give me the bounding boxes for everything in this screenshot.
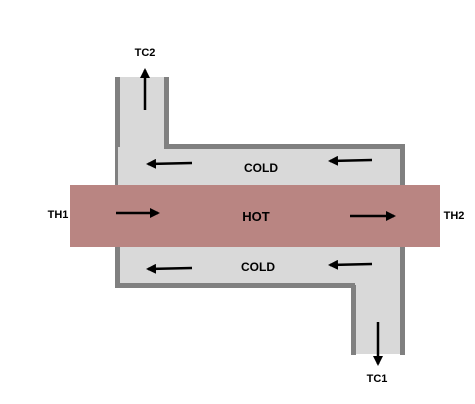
cold-top-label: COLD	[244, 161, 278, 175]
cold-bottom-right-arrow	[328, 259, 373, 270]
tc1-pipe-left-wall	[351, 285, 356, 355]
tc1-label: TC1	[367, 373, 388, 385]
cold-top-channel-fill	[118, 147, 403, 185]
tc1-pipe-right-wall	[400, 247, 405, 355]
tc2-pipe-left-wall	[115, 77, 120, 185]
cold-shell	[115, 77, 405, 355]
cold-bottom-left-arrow	[146, 263, 193, 274]
th1-label: TH1	[48, 209, 69, 221]
cold-top-right-arrow	[328, 155, 373, 166]
cold-bottom-label: COLD	[241, 260, 275, 274]
flow-arrows	[116, 68, 396, 366]
cold-bottom-left-wall	[115, 247, 120, 287]
cold-bottom-wall	[115, 283, 356, 288]
hot-label: HOT	[242, 209, 270, 224]
cold-top-right-wall	[400, 144, 405, 186]
cold-top-wall	[164, 144, 404, 149]
tc2-pipe-right-wall	[164, 77, 169, 147]
th2-label: TH2	[444, 210, 465, 222]
cold-top-left-arrow	[146, 158, 193, 169]
tc2-label: TC2	[135, 47, 156, 59]
